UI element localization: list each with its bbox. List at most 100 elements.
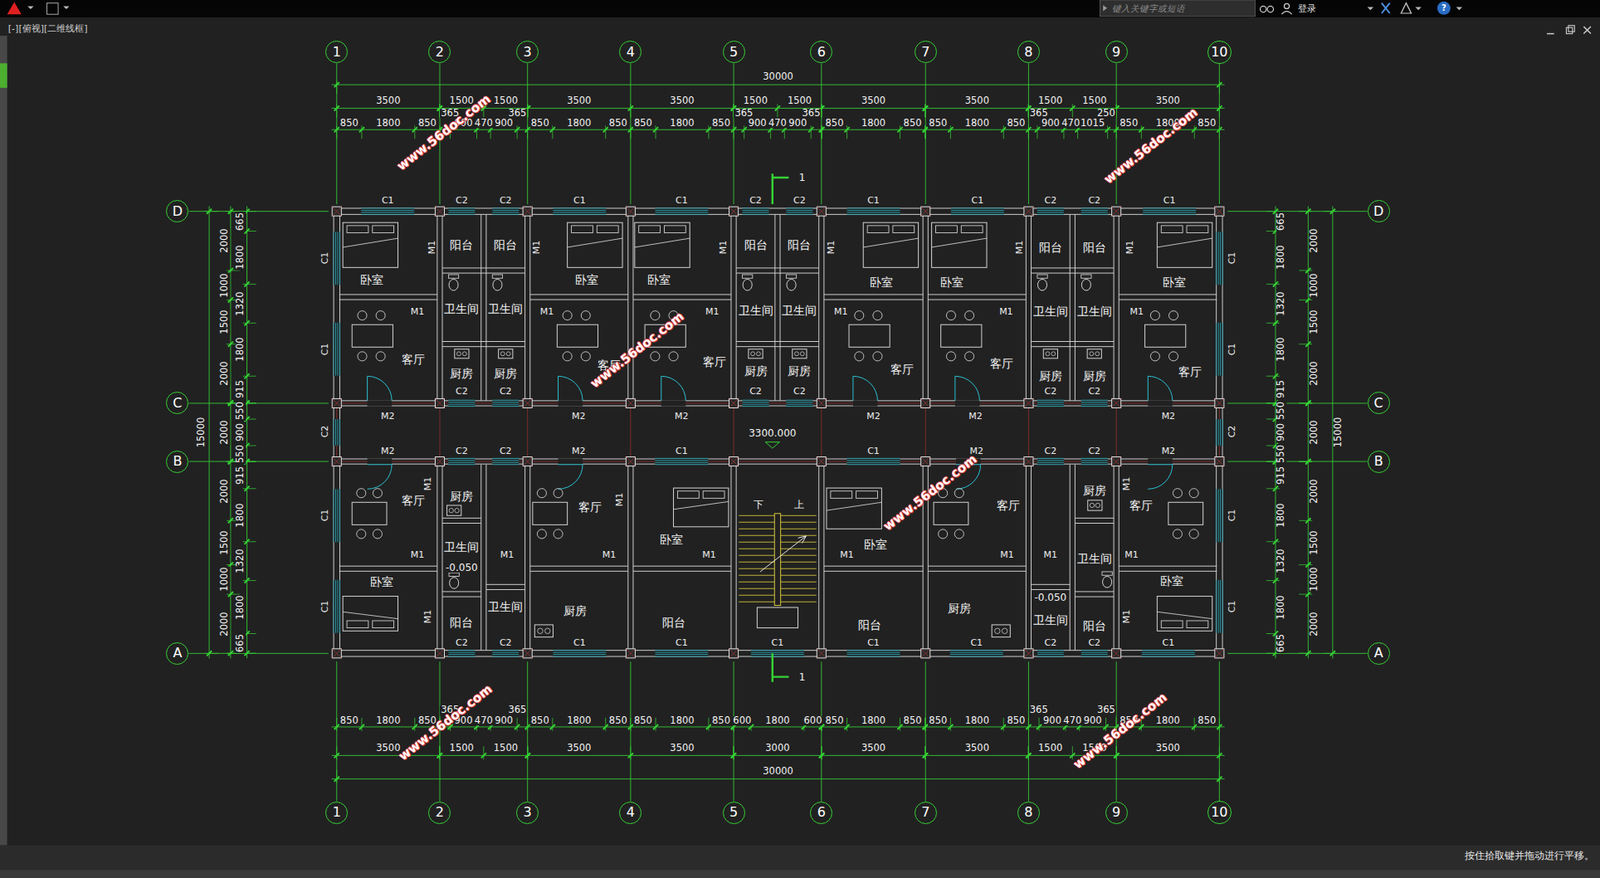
- toolbar-icon: [47, 3, 59, 15]
- window: [847, 649, 901, 651]
- dimension-text: 850: [711, 716, 732, 727]
- room-name: 客厅: [578, 501, 602, 513]
- chair: [650, 311, 660, 321]
- chair: [854, 311, 864, 321]
- wall: [1118, 464, 1120, 651]
- door-swing: [955, 375, 981, 401]
- window: [1037, 458, 1064, 459]
- window: [1215, 419, 1217, 446]
- column: [1112, 457, 1122, 467]
- column: [1024, 206, 1034, 216]
- wall: [436, 214, 438, 401]
- chair: [536, 488, 547, 498]
- window: [654, 214, 708, 215]
- wall: [927, 214, 929, 401]
- window-opening: [950, 650, 1004, 657]
- axis-label: 2: [435, 45, 444, 59]
- column-hatch: [522, 206, 532, 216]
- burner: [756, 351, 761, 357]
- dimension-text: 1800: [375, 716, 401, 727]
- dimension-text: 850: [1118, 118, 1139, 129]
- dimension-line: [331, 778, 1225, 780]
- door-swing: [558, 375, 584, 401]
- window-opening: [492, 400, 519, 406]
- axis-line: [188, 210, 328, 212]
- column-hatch: [1214, 206, 1225, 216]
- pillow: [892, 225, 915, 234]
- opening-code: C1: [771, 637, 785, 647]
- room-name: 厨房: [493, 367, 518, 380]
- chair: [357, 311, 367, 321]
- toilet-tank: [448, 274, 459, 279]
- burner: [545, 628, 551, 634]
- opening-code: M1: [1124, 550, 1139, 560]
- pillow: [663, 225, 686, 234]
- window: [654, 458, 708, 459]
- bed: [1156, 595, 1212, 631]
- wall: [1074, 596, 1114, 598]
- window: [1219, 488, 1221, 542]
- wall: [927, 565, 1026, 567]
- wall: [731, 464, 732, 651]
- extension-line: [707, 125, 709, 139]
- opening-code: C2: [499, 445, 513, 455]
- window: [448, 459, 475, 461]
- opening-code: M1: [531, 239, 541, 254]
- wall: [442, 596, 482, 598]
- opening-code: C2: [1044, 445, 1058, 455]
- axis-bubble: 1: [325, 40, 348, 64]
- axis-bubble: 7: [914, 801, 937, 825]
- dimension-text: 850: [1196, 716, 1217, 727]
- opening-code: M1: [500, 550, 515, 560]
- dimension-text: 1800: [964, 716, 991, 727]
- column: [816, 398, 826, 408]
- axis-line: [526, 63, 528, 205]
- wall: [736, 464, 737, 651]
- pillow: [830, 491, 853, 499]
- wall: [436, 464, 438, 651]
- column-hatch: [331, 457, 342, 467]
- room-name: 卫生间: [1077, 552, 1113, 565]
- opening-code: C2: [320, 425, 330, 439]
- room-name: 客厅: [996, 499, 1020, 512]
- dimension-text: 1500: [1309, 308, 1320, 335]
- window: [1142, 207, 1196, 209]
- window: [1037, 400, 1064, 401]
- restore-button: [1568, 25, 1575, 32]
- wall: [442, 341, 526, 342]
- axis-bubble: 9: [1105, 40, 1128, 64]
- room-name: 客厅: [1129, 499, 1153, 512]
- window-opening: [333, 580, 340, 634]
- dimension-text: 1000: [219, 566, 230, 593]
- axis-bubble: 7: [914, 40, 937, 64]
- window-opening: [785, 400, 813, 406]
- dimension-text: 1015: [1079, 118, 1106, 129]
- column-hatch: [1112, 457, 1122, 467]
- bed-fold: [342, 238, 398, 248]
- room-name: 卧室: [659, 533, 683, 546]
- axis-line: [1219, 661, 1220, 802]
- wall: [1069, 464, 1071, 651]
- toilet-tank: [785, 274, 796, 279]
- dimension-text: 550: [1277, 400, 1288, 421]
- room-name: 厨房: [1082, 370, 1107, 382]
- column: [729, 457, 739, 467]
- window: [492, 400, 519, 401]
- window: [1218, 580, 1220, 634]
- column-hatch: [1112, 398, 1122, 408]
- window: [1142, 209, 1196, 211]
- column: [625, 206, 635, 216]
- burner: [995, 628, 1000, 634]
- column-hatch: [729, 398, 739, 408]
- door-swing: [1147, 375, 1173, 401]
- wall: [927, 570, 1026, 572]
- window: [492, 405, 519, 407]
- opening-code: C1: [1227, 342, 1237, 356]
- dimension-text: 1500: [492, 743, 519, 754]
- window-opening: [785, 208, 813, 215]
- column-hatch: [816, 457, 826, 467]
- window: [1037, 405, 1064, 407]
- annotation: 3300.000: [747, 428, 797, 439]
- column-hatch: [816, 457, 826, 467]
- axis-label: B: [172, 454, 182, 469]
